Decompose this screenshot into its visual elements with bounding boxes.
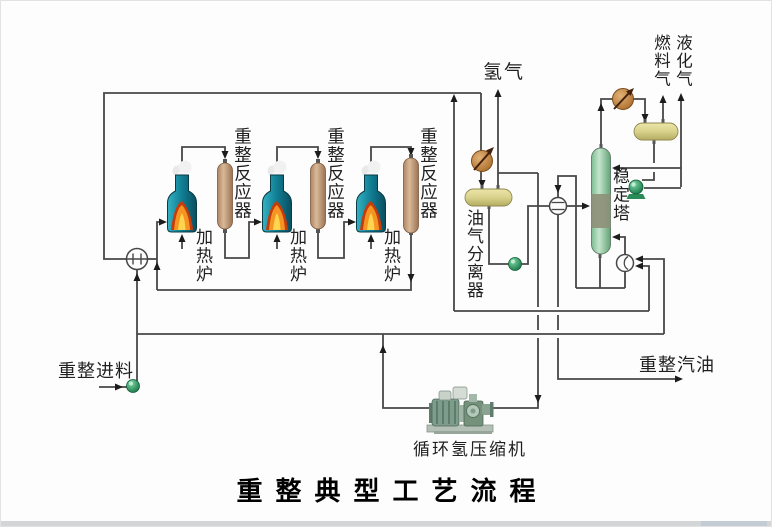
- watermark-smudge: [701, 521, 767, 526]
- label-lpg: 液化气: [673, 34, 693, 88]
- reactor-3: [403, 154, 419, 235]
- furnace-3: [356, 160, 386, 233]
- recycle-compressor: [426, 386, 494, 434]
- oil-gas-separator: [464, 185, 513, 209]
- feed-valve: [126, 379, 140, 393]
- reflux-pump: [626, 179, 646, 199]
- furnace-2: [262, 160, 292, 233]
- label-furnace-3: 加热炉: [381, 228, 401, 284]
- label-furnace-1: 加热炉: [193, 228, 213, 284]
- label-furnace-2: 加热炉: [287, 228, 307, 284]
- label-gasoline: 重整汽油: [639, 355, 715, 375]
- label-feed: 重整进料: [58, 361, 134, 381]
- label-separator: 油气分离器: [464, 209, 484, 299]
- feed-bottoms-exchanger: [548, 196, 568, 216]
- label-compressor: 循环氢压缩机: [413, 440, 527, 459]
- label-hydrogen: 氢气: [483, 62, 526, 83]
- label-stabilizer: 稳定塔: [610, 167, 630, 223]
- separator-liquid-valve: [508, 257, 522, 271]
- furnace-1: [167, 160, 197, 233]
- reboiler: [615, 253, 635, 273]
- diagram-title: 重整典型工艺流程: [236, 477, 549, 506]
- air-cooler-1: [471, 147, 494, 172]
- reactor-1: [217, 159, 233, 233]
- pipe-lines: [99, 92, 682, 409]
- air-cooler-2: [612, 88, 634, 110]
- mixing-tee: [125, 247, 149, 271]
- label-fuel-gas: 燃料气: [651, 34, 671, 88]
- reactor-2: [310, 159, 326, 233]
- reflux-drum: [633, 119, 679, 144]
- stabilizer-column: [591, 144, 611, 258]
- flow-arrows: [115, 89, 685, 403]
- label-reactor-1: 重整反应器: [232, 127, 253, 220]
- label-reactor-3: 重整反应器: [418, 127, 439, 220]
- bottom-edge: [1, 521, 771, 526]
- label-reactor-2: 重整反应器: [325, 127, 346, 220]
